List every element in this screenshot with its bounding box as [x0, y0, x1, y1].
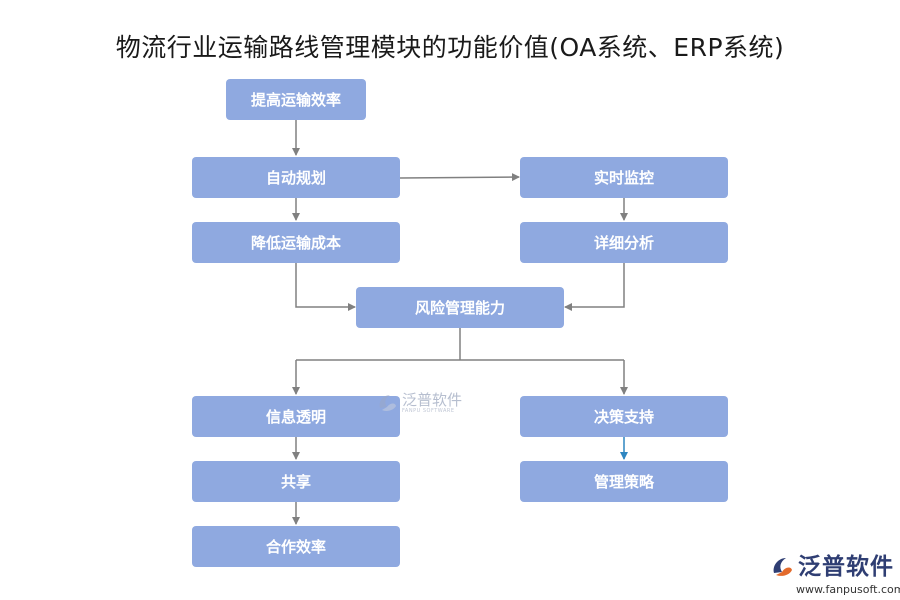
watermark-sub: FANPU SOFTWARE: [402, 407, 455, 414]
node-cooperation-efficiency: 合作效率: [192, 526, 400, 567]
node-auto-planning: 自动规划: [192, 157, 400, 198]
node-label: 详细分析: [593, 234, 654, 252]
node-realtime-monitor: 实时监控: [520, 157, 728, 198]
node-label: 共享: [280, 473, 311, 491]
node-label: 降低运输成本: [250, 234, 341, 252]
edge-analysis-to-risk: [564, 263, 625, 311]
logo-url: www.fanpusoft.com: [796, 583, 900, 596]
node-label: 管理策略: [593, 473, 654, 491]
node-info-transparency: 信息透明: [192, 396, 400, 437]
edge-cost-to-risk: [295, 263, 356, 311]
node-label: 提高运输效率: [250, 91, 341, 109]
node-reduce-cost: 降低运输成本: [192, 222, 400, 263]
node-sharing: 共享: [192, 461, 400, 502]
node-label: 合作效率: [265, 538, 326, 556]
node-improve-efficiency: 提高运输效率: [226, 79, 366, 120]
logo-name: 泛普软件: [798, 554, 894, 580]
diagram-title: 物流行业运输路线管理模块的功能价值(OA系统、ERP系统): [115, 33, 785, 62]
fanpu-logo-icon: [379, 395, 396, 411]
node-decision-support: 决策支持: [520, 396, 728, 437]
watermark-name: 泛普软件: [402, 390, 463, 409]
watermark: 泛普软件 FANPU SOFTWARE: [376, 392, 462, 414]
fanpu-logo-icon: [773, 558, 792, 576]
node-label: 风险管理能力: [414, 299, 505, 317]
node-label: 信息透明: [265, 408, 326, 426]
node-detailed-analysis: 详细分析: [520, 222, 728, 263]
node-label: 自动规划: [265, 169, 326, 187]
brand-logo: 泛普软件 www.fanpusoft.com: [770, 554, 900, 596]
edge-planning-to-monitor: [399, 173, 520, 182]
node-risk-management: 风险管理能力: [356, 287, 564, 328]
node-management-strategy: 管理策略: [520, 461, 728, 502]
node-label: 决策支持: [593, 408, 654, 426]
node-label: 实时监控: [593, 169, 654, 187]
